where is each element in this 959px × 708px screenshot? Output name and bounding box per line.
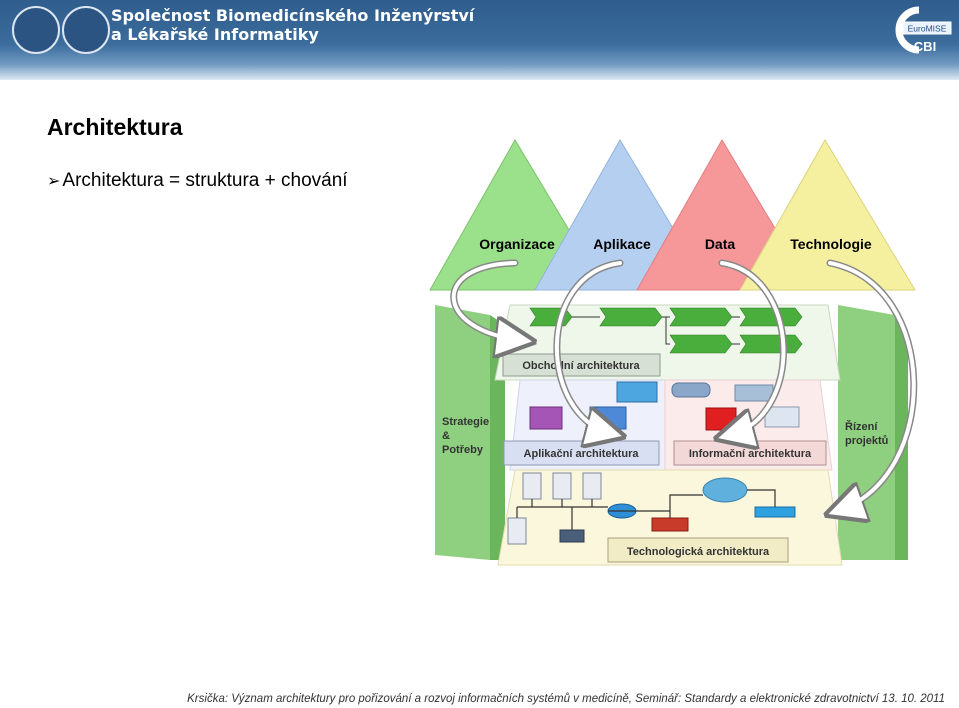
slide-bullet: ➢Architektura = struktura + chování <box>47 170 348 192</box>
label-technologie: Technologie <box>790 236 872 252</box>
left-panel-label-line1: Strategie <box>442 416 489 428</box>
technology-icons <box>507 472 796 545</box>
process-connectors <box>572 316 740 345</box>
right-panel-label-line2: projektů <box>845 435 888 447</box>
business-layer-label-box: Obchodní architektura <box>502 353 661 377</box>
application-layer-label-box: Aplikační architektura <box>503 440 660 466</box>
header-bar: Společnost Biomedicínského Inženýrství a… <box>0 0 959 80</box>
technology-layer-label: Technologická architektura <box>627 546 770 558</box>
org-name-line2: a Lékařské Informatiky <box>111 25 319 44</box>
cbi-euromise-logo: EuroMISE CBI <box>895 6 952 54</box>
flow-arrows <box>450 259 918 510</box>
medical-emblem-logo <box>62 6 110 54</box>
society-seal-logo <box>12 6 60 54</box>
footer-citation: Krsička: Význam architektury pro pořizov… <box>187 693 945 705</box>
cbi-logo-text: CBI <box>914 39 936 54</box>
information-layer-label-box: Informační architektura <box>673 440 827 466</box>
technology-layer-label-box: Technologická architektura <box>607 537 789 563</box>
triangle-technologie <box>739 139 916 291</box>
application-layer-label: Aplikační architektura <box>524 448 640 460</box>
left-panel-label-line3: Potřeby <box>442 444 484 456</box>
business-layer-label: Obchodní architektura <box>522 360 640 372</box>
label-data: Data <box>705 236 736 252</box>
right-panel-label: Řízení projektů <box>845 420 888 447</box>
org-name-line1: Společnost Biomedicínského Inženýrství <box>111 6 475 25</box>
right-panel-label-line1: Řízení <box>845 420 878 433</box>
left-panel-label-line2: & <box>442 430 450 442</box>
euromise-logo-text: EuroMISE <box>908 24 947 34</box>
label-aplikace: Aplikace <box>593 236 651 252</box>
label-organizace: Organizace <box>479 236 555 252</box>
left-panel-label: Strategie & Potřeby <box>442 416 492 456</box>
slide-title: Architektura <box>47 114 183 140</box>
arrow-bullet-icon: ➢ <box>47 173 61 190</box>
bullet-text: Architektura = struktura + chování <box>62 170 348 191</box>
architecture-diagram: Organizace Aplikace Data Technologie Obc… <box>429 139 918 566</box>
network-lines <box>516 489 776 530</box>
information-layer-label: Informační architektura <box>689 448 812 460</box>
